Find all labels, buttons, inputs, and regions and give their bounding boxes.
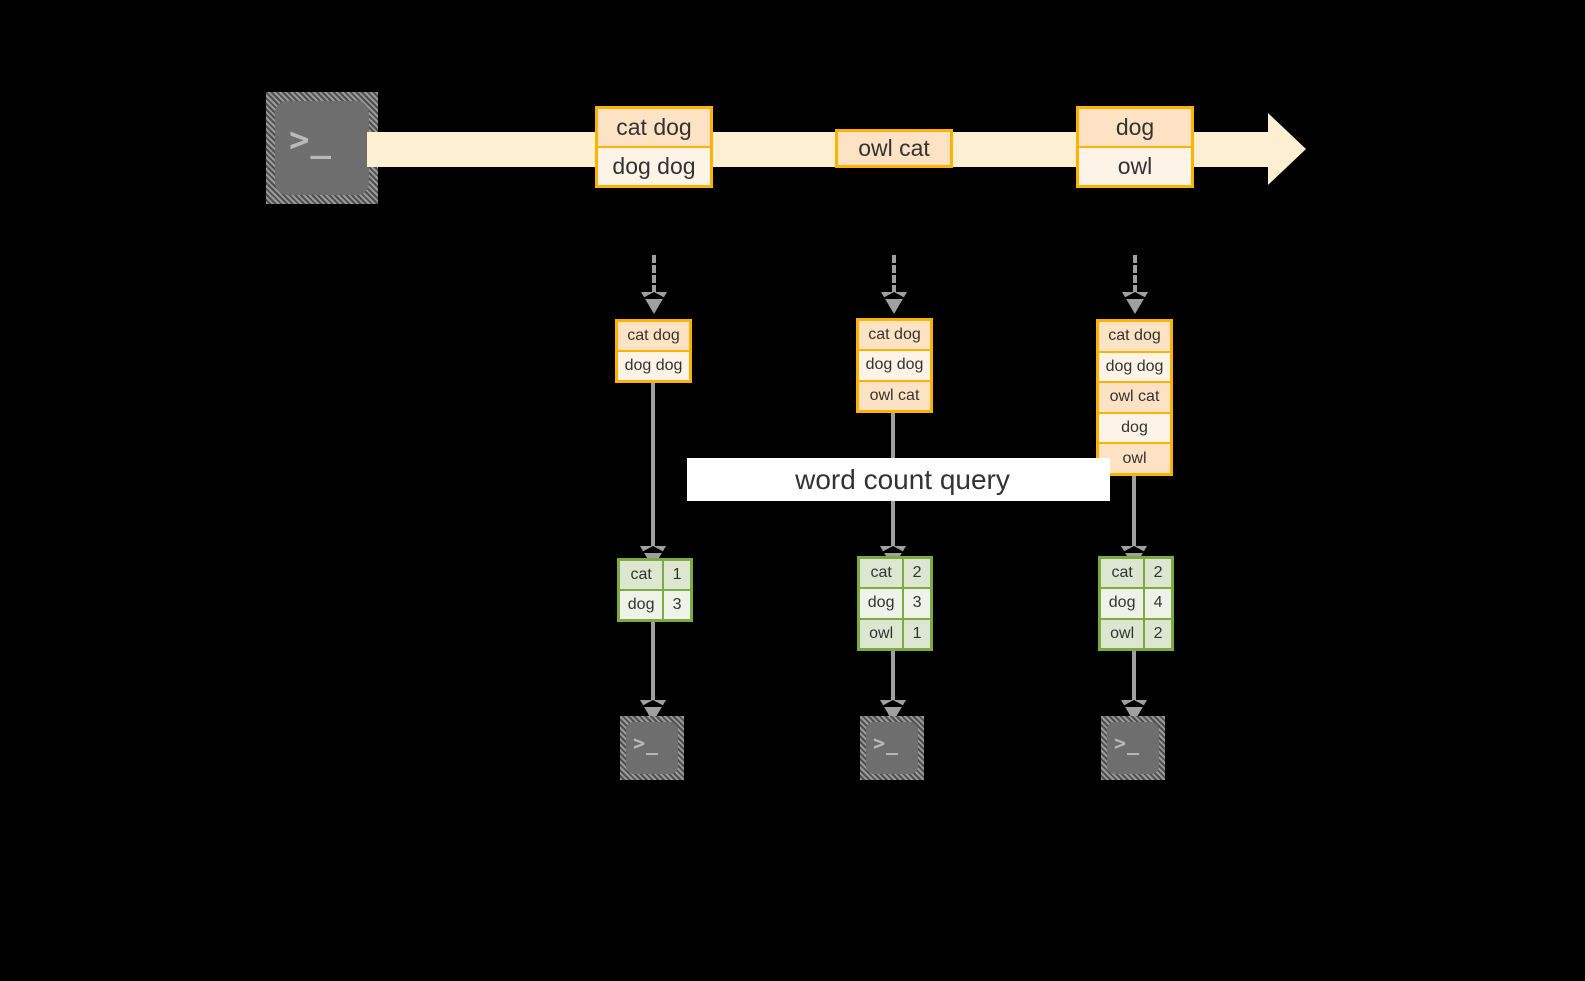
snapshot-message-line: owl cat bbox=[859, 381, 930, 410]
consumer-terminal-icon-2: >_ bbox=[860, 716, 924, 780]
snapshot-message-line: owl bbox=[1099, 444, 1170, 473]
terminal-screen: >_ bbox=[1107, 722, 1159, 774]
result-table-1: cat 1 dog 3 bbox=[617, 558, 693, 622]
consumer-terminal-icon-1: >_ bbox=[620, 716, 684, 780]
snapshot-1-dashed-connector bbox=[652, 255, 656, 293]
snapshot-3-dashed-connector bbox=[1133, 255, 1137, 293]
snapshot-3-message-stack: cat dog dog dog owl cat dog owl bbox=[1096, 319, 1173, 476]
terminal-screen: >_ bbox=[275, 101, 369, 195]
word-cell: owl bbox=[860, 619, 905, 648]
snapshot-message-line: dog dog bbox=[1099, 352, 1170, 384]
log-message-line: owl bbox=[1079, 148, 1191, 185]
count-cell: 1 bbox=[904, 619, 930, 648]
snapshot-3-dashed-arrowhead bbox=[1122, 292, 1148, 314]
snapshot-message-line: cat dog bbox=[859, 321, 930, 352]
log-message-line: dog dog bbox=[598, 148, 710, 185]
producer-terminal-icon: >_ bbox=[266, 92, 378, 204]
output-connector-3 bbox=[1132, 651, 1136, 700]
log-message-line: cat dog bbox=[598, 109, 710, 148]
snapshot-message-line: cat dog bbox=[1099, 322, 1170, 353]
output-connector-1 bbox=[651, 622, 655, 700]
log-message-line: dog bbox=[1079, 109, 1191, 148]
log-message-group-2: owl cat bbox=[835, 129, 953, 168]
snapshot-2-dashed-arrowhead bbox=[881, 292, 907, 314]
snapshot-1-message-stack: cat dog dog dog bbox=[615, 319, 692, 383]
word-cell: dog bbox=[860, 589, 905, 618]
output-connector-2 bbox=[891, 651, 895, 700]
snapshot-1-dashed-arrowhead bbox=[641, 292, 667, 314]
result-table-3: cat 2 dog 4 owl 2 bbox=[1098, 556, 1174, 651]
terminal-prompt-glyph: >_ bbox=[289, 120, 332, 160]
log-message-group-3: dog owl bbox=[1076, 106, 1194, 188]
count-cell: 2 bbox=[1145, 619, 1171, 648]
table-row: cat 2 bbox=[860, 559, 930, 590]
count-cell: 2 bbox=[904, 559, 930, 588]
terminal-screen: >_ bbox=[866, 722, 918, 774]
table-row: owl 2 bbox=[1101, 619, 1171, 648]
snapshot-message-line: dog bbox=[1099, 413, 1170, 445]
query-connector-3 bbox=[1132, 476, 1136, 546]
consumer-terminal-icon-3: >_ bbox=[1101, 716, 1165, 780]
terminal-prompt-glyph: >_ bbox=[1114, 731, 1141, 755]
snapshot-message-line: dog dog bbox=[859, 351, 930, 382]
query-connector-1 bbox=[651, 383, 655, 546]
table-row: owl 1 bbox=[860, 619, 930, 648]
count-cell: 3 bbox=[664, 591, 690, 619]
word-cell: dog bbox=[1101, 589, 1146, 618]
table-row: cat 1 bbox=[620, 561, 690, 591]
log-message-line: owl cat bbox=[838, 132, 950, 165]
table-row: cat 2 bbox=[1101, 559, 1171, 590]
count-cell: 2 bbox=[1145, 559, 1171, 588]
terminal-prompt-glyph: >_ bbox=[873, 731, 900, 755]
word-cell: dog bbox=[620, 591, 665, 619]
query-label-band: word count query bbox=[687, 458, 1110, 501]
terminal-screen: >_ bbox=[626, 722, 678, 774]
word-cell: cat bbox=[860, 559, 905, 588]
snapshot-2-dashed-connector bbox=[892, 255, 896, 293]
count-cell: 4 bbox=[1145, 589, 1171, 618]
query-label-text: word count query bbox=[795, 463, 1010, 495]
terminal-prompt-glyph: >_ bbox=[633, 731, 660, 755]
word-cell: owl bbox=[1101, 619, 1146, 648]
word-cell: cat bbox=[620, 561, 665, 589]
snapshot-message-line: dog dog bbox=[618, 352, 689, 380]
result-table-2: cat 2 dog 3 owl 1 bbox=[857, 556, 933, 651]
table-row: dog 4 bbox=[1101, 589, 1171, 620]
table-row: dog 3 bbox=[860, 589, 930, 620]
log-message-group-1: cat dog dog dog bbox=[595, 106, 713, 188]
count-cell: 3 bbox=[904, 589, 930, 618]
count-cell: 1 bbox=[664, 561, 690, 589]
snapshot-message-line: cat dog bbox=[618, 322, 689, 352]
snapshot-message-line: owl cat bbox=[1099, 383, 1170, 414]
table-row: dog 3 bbox=[620, 591, 690, 619]
snapshot-2-message-stack: cat dog dog dog owl cat bbox=[856, 318, 933, 413]
word-cell: cat bbox=[1101, 559, 1146, 588]
log-stream-arrowhead bbox=[1268, 113, 1306, 185]
